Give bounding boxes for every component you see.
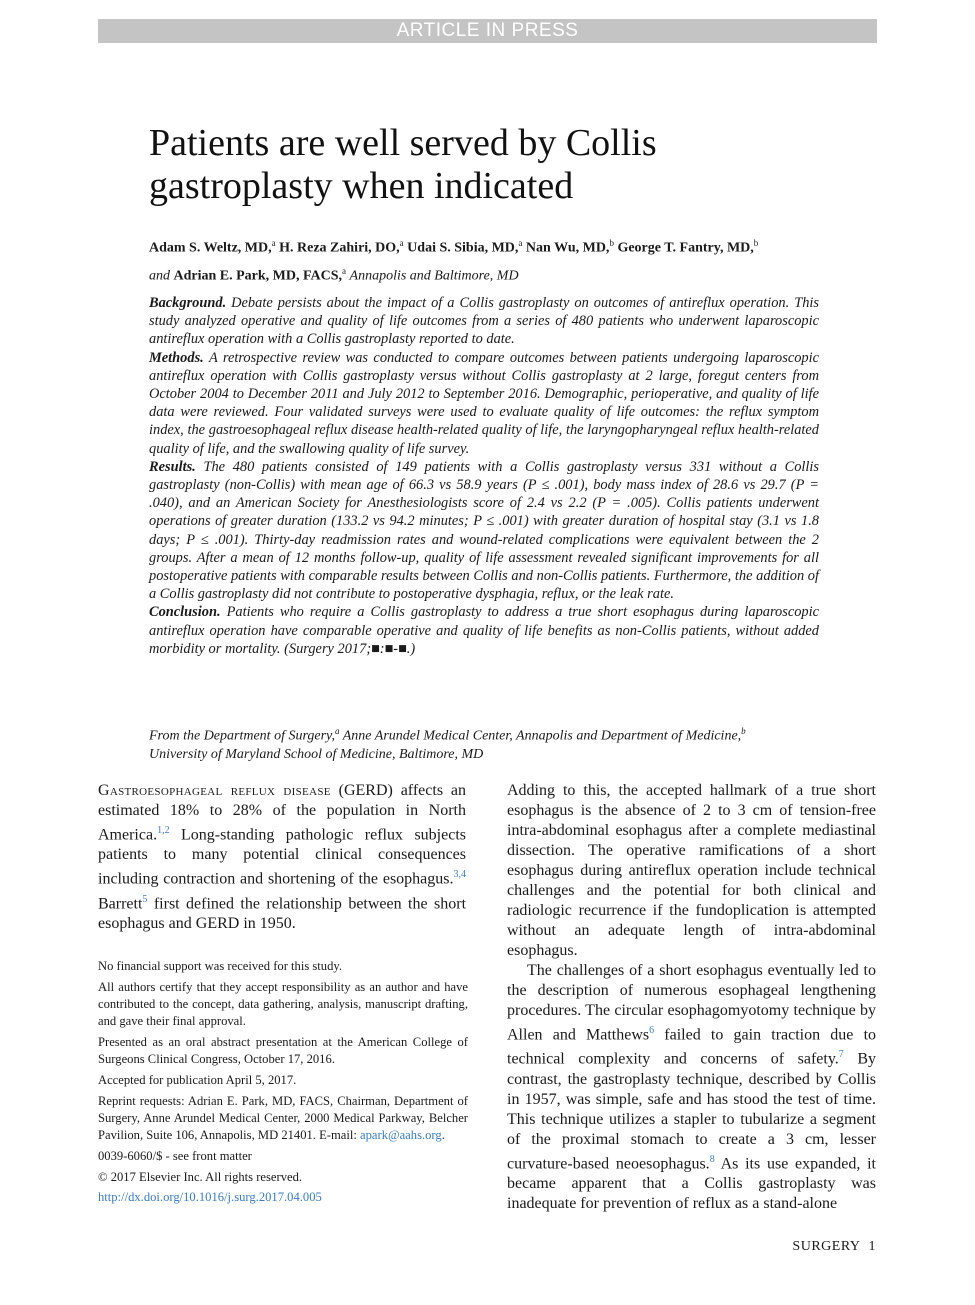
author-certification-note: All authors certify that they accept res… — [98, 979, 468, 1029]
abstract-section-label: Conclusion. — [149, 604, 221, 621]
accepted-note: Accepted for publication April 5, 2017. — [98, 1073, 297, 1087]
body-text: By contrast, the gastroplasty technique,… — [507, 1050, 876, 1172]
body-paragraph: The challenges of a short esophagus even… — [507, 961, 876, 1214]
author-name[interactable]: Adrian E. Park, MD, FACS, — [173, 268, 343, 284]
reference-link[interactable]: 7 — [838, 1049, 844, 1061]
body-text: failed to gain traction due to technical… — [507, 1026, 877, 1068]
reference-link[interactable]: 8 — [709, 1153, 715, 1165]
abstract-section-label: Background. — [149, 295, 227, 311]
issn-note: 0039-6060/$ - see front matter — [98, 1149, 252, 1163]
body-paragraph: Gastroesophageal reflux disease (GERD) a… — [98, 781, 466, 934]
affiliation-text: Anne Arundel Medical Center, Annapolis a… — [342, 728, 742, 744]
body-column-right: Adding to this, the accepted hallmark of… — [507, 781, 876, 1214]
affiliation-statement: From the Department of Surgery,a Anne Ar… — [149, 722, 829, 764]
abstract-section-text: A retrospective review was conducted to … — [149, 349, 819, 457]
doi-note: http://dx.doi.org/10.1016/j.surg.2017.04… — [98, 1189, 468, 1206]
abstract-section-label: Methods. — [149, 349, 204, 366]
journal-name: SURGERY — [792, 1239, 861, 1254]
body-text: (GERD) affects an estimated 18% to 28% o… — [98, 782, 466, 844]
copyright-note: © 2017 Elsevier Inc. All rights reserved… — [98, 1169, 303, 1184]
body-text: Long-standing pathologic reflux subjects… — [98, 826, 466, 888]
reference-link[interactable]: 3,4 — [453, 869, 467, 881]
abstract-methods: Methods. A retrospective review was cond… — [149, 349, 819, 458]
abstract-conclusion: Conclusion. Patients who require a Colli… — [149, 603, 819, 658]
abstract-background: Background. Debate persists about the im… — [149, 294, 819, 349]
affiliation-marker: a — [342, 265, 347, 276]
reprint-text: Reprint requests: Adrian E. Park, MD, FA… — [98, 1093, 468, 1143]
author-name[interactable]: Adam S. Weltz, MD, — [149, 240, 272, 256]
reference-link[interactable]: 5 — [142, 893, 148, 905]
body-text: Barrett — [98, 894, 143, 912]
presentation-note: Presented as an oral abstract presentati… — [98, 1035, 468, 1067]
article-notes: No financial support was received for th… — [98, 958, 468, 1210]
page-footer: SURGERY 1 — [792, 1238, 876, 1256]
doi-link[interactable]: http://dx.doi.org/10.1016/j.surg.2017.04… — [98, 1190, 322, 1205]
author-conjunction: and — [149, 268, 170, 284]
abstract: Background. Debate persists about the im… — [149, 294, 819, 658]
abstract-section-text: Patients who require a Collis gastroplas… — [149, 604, 819, 657]
body-paragraph: Adding to this, the accepted hallmark of… — [507, 782, 876, 959]
reference-link[interactable]: 6 — [649, 1025, 655, 1036]
affiliation-text: From the Department of Surgery, — [149, 728, 335, 744]
author-list: Adam S. Weltz, MD,a H. Reza Zahiri, DO,a… — [149, 232, 829, 287]
body-text: first defined the relationship between t… — [98, 894, 467, 932]
funding-note: No financial support was received for th… — [98, 959, 342, 973]
affiliation-marker: a — [335, 726, 340, 736]
body-text: The challenges of a short esophagus even… — [507, 962, 876, 1044]
affiliation-marker: b — [741, 726, 746, 736]
reprint-note: Reprint requests: Adrian E. Park, MD, FA… — [98, 1093, 468, 1143]
author-location: Annapolis and Baltimore, MD — [349, 268, 519, 284]
abstract-section-text: The 480 patients consisted of 149 patien… — [149, 458, 819, 603]
email-link[interactable]: apark@aahs.org — [360, 1128, 442, 1143]
body-column-left: Gastroesophageal reflux disease (GERD) a… — [98, 781, 466, 934]
abstract-section-label: Results. — [149, 458, 196, 475]
affiliation-marker: a — [399, 238, 404, 248]
lead-in-text: Gastroesophageal reflux disease — [98, 782, 331, 799]
author-name[interactable]: George T. Fantry, MD, — [617, 240, 754, 256]
abstract-results: Results. The 480 patients consisted of 1… — [149, 458, 819, 604]
article-in-press-banner: ARTICLE IN PRESS — [98, 19, 877, 43]
author-name[interactable]: H. Reza Zahiri, DO, — [279, 240, 400, 256]
affiliation-marker: b — [753, 238, 759, 248]
affiliation-marker: a — [518, 238, 523, 248]
reference-link[interactable]: 1,2 — [157, 825, 170, 836]
page-number: 1 — [868, 1239, 876, 1254]
article-title: Patients are well served by Collis gastr… — [149, 122, 657, 207]
author-name[interactable]: Udai S. Sibia, MD, — [407, 240, 519, 256]
body-text: As its use expanded, it became apparent … — [507, 1154, 877, 1212]
author-name[interactable]: Nan Wu, MD, — [525, 240, 610, 256]
affiliation-marker: a — [271, 238, 276, 248]
abstract-section-text: Debate persists about the impact of a Co… — [149, 295, 819, 348]
affiliation-marker: b — [609, 238, 614, 248]
affiliation-text: University of Maryland School of Medicin… — [149, 746, 484, 762]
